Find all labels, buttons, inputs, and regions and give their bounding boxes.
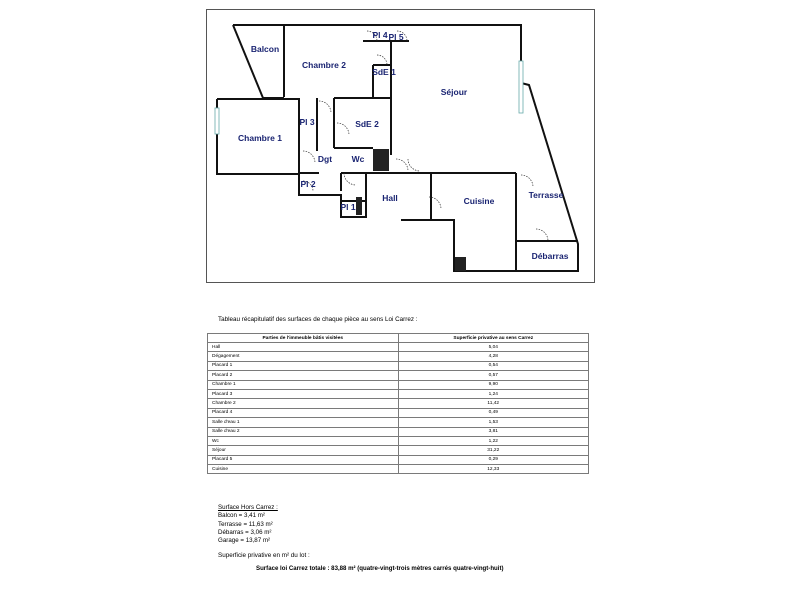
table-intro: Tableau récapitulatif des surfaces de ch… bbox=[218, 316, 418, 323]
room-label-balcon: Balcon bbox=[251, 44, 279, 54]
room-surface: 31,22 bbox=[397, 445, 589, 456]
room-name: Séjour bbox=[207, 445, 399, 456]
room-surface: 0,49 bbox=[397, 407, 589, 419]
room-surface: 5,04 bbox=[397, 341, 589, 353]
room-surface: 1,24 bbox=[397, 388, 589, 400]
hors-carrez-item: Terrasse = 11,63 m² bbox=[218, 520, 273, 528]
header-surface: Superficie privative au sens Carrez bbox=[397, 333, 589, 343]
room-label-dgt: Dgt bbox=[318, 154, 332, 164]
room-surface: 1,53 bbox=[397, 417, 589, 428]
room-surface: 0,29 bbox=[397, 454, 589, 466]
room-surface: 0,54 bbox=[397, 360, 589, 372]
door-swings bbox=[302, 30, 549, 242]
hors-carrez-item: Garage = 13,87 m² bbox=[218, 537, 271, 545]
plan-walls bbox=[216, 24, 579, 272]
room-name: Cuisine bbox=[207, 464, 399, 475]
floor-plan: Balcon Chambre 2 Pl 4 Pl 5 SdE 1 Séjour … bbox=[214, 24, 579, 272]
duct-cuisine bbox=[455, 257, 466, 271]
room-surface: 0,57 bbox=[397, 370, 589, 381]
room-name: Placard 4 bbox=[207, 407, 399, 419]
header-part: Parties de l'immeuble bâtis visitées bbox=[207, 333, 399, 343]
room-label-hall: Hall bbox=[382, 193, 398, 203]
room-label-sde1: SdE 1 bbox=[372, 67, 396, 77]
room-name: Wc bbox=[207, 435, 399, 447]
room-name: Placard 1 bbox=[207, 360, 399, 372]
room-name: Chambre 1 bbox=[207, 379, 399, 390]
duct-block bbox=[373, 149, 389, 171]
room-surface: 3,81 bbox=[397, 426, 589, 437]
surface-table: Parties de l'immeuble bâtis visitées Sup… bbox=[207, 333, 589, 475]
room-label-pl3: Pl 3 bbox=[299, 117, 314, 127]
total-surface-line: Surface loi Carrez totale : 83,88 m² (qu… bbox=[256, 565, 504, 572]
room-label-terrasse: Terrasse bbox=[529, 190, 564, 200]
hors-carrez-item: Débarras = 3,06 m² bbox=[218, 528, 272, 536]
room-surface: 9,90 bbox=[397, 379, 589, 390]
room-name: Hall bbox=[207, 341, 399, 353]
window-chambre1 bbox=[214, 107, 220, 135]
room-surface: 11,42 bbox=[397, 398, 589, 409]
room-name: Placard 3 bbox=[207, 388, 399, 400]
room-label-wc: Wc bbox=[352, 154, 365, 164]
room-name: Chambre 2 bbox=[207, 398, 399, 409]
room-label-pl5: Pl 5 bbox=[388, 32, 403, 42]
floor-plan-frame: Balcon Chambre 2 Pl 4 Pl 5 SdE 1 Séjour … bbox=[206, 9, 595, 283]
room-label-sde2: SdE 2 bbox=[355, 119, 379, 129]
total-intro: Superficie privative en m² du lot : bbox=[218, 552, 310, 559]
hors-carrez-title: Surface Hors Carrez : bbox=[218, 504, 278, 511]
room-name: Placard 5 bbox=[207, 454, 399, 466]
room-label-pl4: Pl 4 bbox=[372, 30, 387, 40]
hors-carrez-item: Balcon = 3,41 m² bbox=[218, 512, 265, 520]
room-label-pl2: Pl 2 bbox=[300, 179, 315, 189]
hors-carrez-block: Surface Hors Carrez : Balcon = 3,41 m² T… bbox=[218, 504, 278, 545]
room-label-chambre2: Chambre 2 bbox=[302, 60, 346, 70]
room-label-cuisine: Cuisine bbox=[464, 196, 495, 206]
room-name: Salle d'eau 2 bbox=[207, 426, 399, 437]
room-label-sejour: Séjour bbox=[441, 87, 468, 97]
room-label-debarras: Débarras bbox=[532, 251, 569, 261]
room-label-chambre1: Chambre 1 bbox=[238, 133, 282, 143]
room-name: Dégagement bbox=[207, 351, 399, 362]
duct-hall bbox=[356, 197, 362, 215]
room-surface: 1,22 bbox=[397, 435, 589, 447]
room-surface: 12,33 bbox=[397, 464, 589, 475]
room-name: Salle d'eau 1 bbox=[207, 417, 399, 428]
room-label-pl1: Pl 1 bbox=[340, 202, 355, 212]
room-surface: 4,28 bbox=[397, 351, 589, 362]
room-name: Placard 2 bbox=[207, 370, 399, 381]
table-header-row: Parties de l'immeuble bâtis visitées Sup… bbox=[207, 333, 589, 343]
window-sejour bbox=[518, 60, 524, 114]
